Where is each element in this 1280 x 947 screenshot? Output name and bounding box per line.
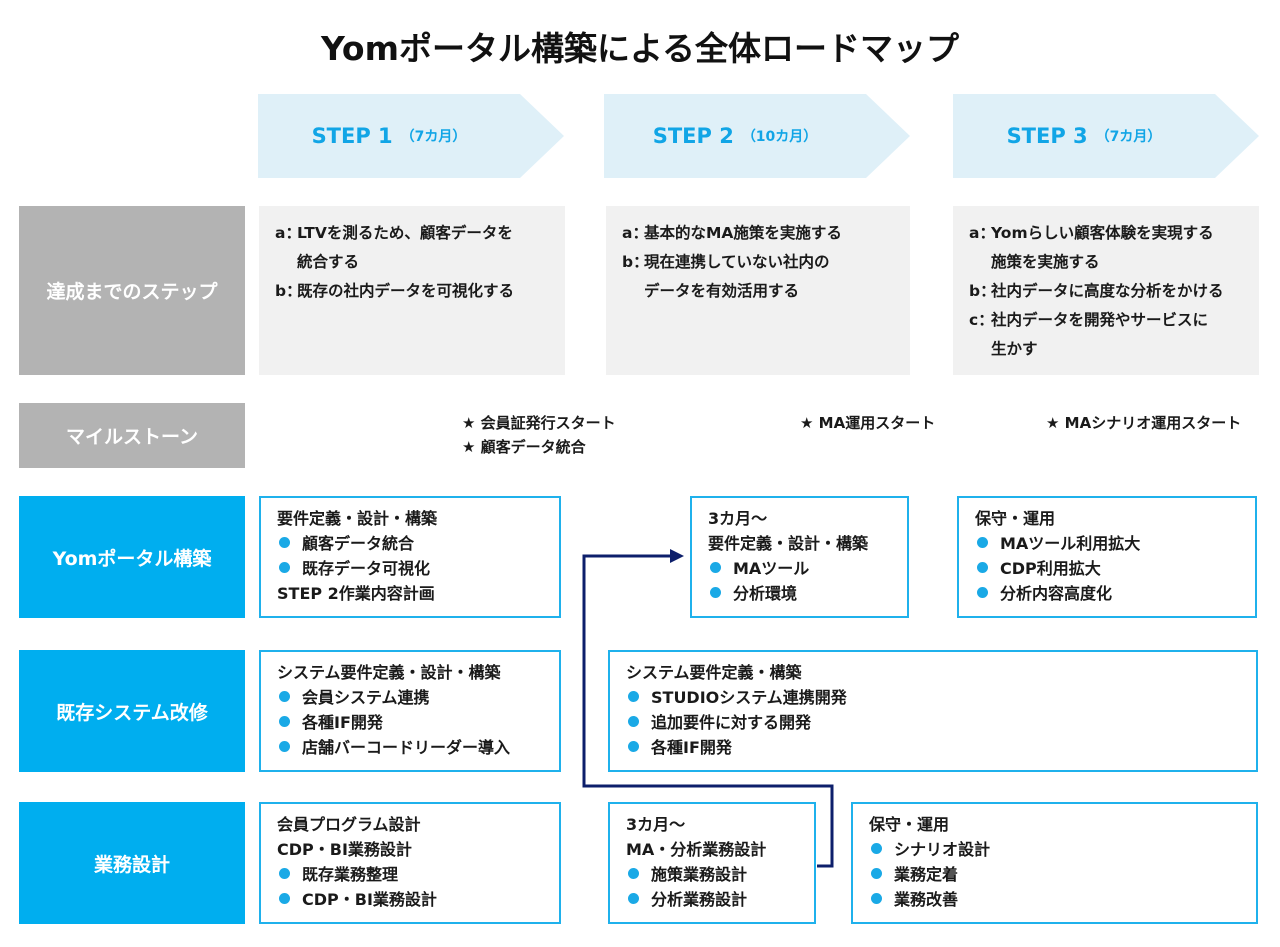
step-2-label: STEP 2 （10カ月） (604, 94, 866, 178)
bullet-icon (279, 562, 290, 573)
bullet-icon (628, 691, 639, 702)
goal-line: b：社内データに高度な分析をかける (969, 282, 1224, 300)
goal-line: c：社内データを開発やサービスに (969, 311, 1209, 329)
goal-line: b：既存の社内データを可視化する (275, 282, 515, 300)
step-1-name: STEP 1 (311, 124, 393, 148)
bullet-icon (628, 741, 639, 752)
system-task-step1: システム要件定義・設計・構築 会員システム連携 各種IF開発 店舗バーコードリー… (259, 650, 561, 772)
milestone-step1: ★ 会員証発行スタート ★ 顧客データ統合 (462, 411, 616, 459)
portal-task-step2: 3カ月～ 要件定義・設計・構築 MAツール 分析環境 (690, 496, 909, 618)
milestone-item: ★ 顧客データ統合 (462, 438, 586, 456)
bullet-icon (628, 893, 639, 904)
goal-line: a：LTVを測るため、顧客データを (275, 224, 513, 242)
bullet-icon (977, 562, 988, 573)
goal-line: データを有効活用する (644, 282, 800, 300)
step-3-arrow: STEP 3 （7カ月） (953, 94, 1261, 178)
goal-line: a：Yomらしい顧客体験を実現する (969, 224, 1214, 242)
goal-box-step1: a：LTVを測るため、顧客データを 統合する b：既存の社内データを可視化する (259, 206, 565, 375)
goal-box-step3: a：Yomらしい顧客体験を実現する 施策を実施する b：社内データに高度な分析を… (953, 206, 1259, 375)
goal-line: b：現在連携していない社内の (622, 253, 830, 271)
step-2-arrow-shape (604, 94, 910, 178)
step-1-arrow-shape (258, 94, 564, 178)
milestone-item: ★ MA運用スタート (800, 414, 936, 432)
goal-line: 生かす (991, 340, 1038, 358)
bullet-icon (710, 587, 721, 598)
bullet-icon (977, 587, 988, 598)
milestone-step3: ★ MAシナリオ運用スタート (1046, 411, 1241, 435)
business-task-step3: 保守・運用 シナリオ設計 業務定着 業務改善 (851, 802, 1258, 924)
goal-line: 統合する (297, 253, 360, 271)
step-2-name: STEP 2 (652, 124, 734, 148)
bullet-icon (871, 893, 882, 904)
step-3-arrow-shape (953, 94, 1259, 178)
row-header-system: 既存システム改修 (19, 650, 245, 772)
system-task-step2-3: システム要件定義・構築 STUDIOシステム連携開発 追加要件に対する開発 各種… (608, 650, 1258, 772)
bullet-icon (279, 691, 290, 702)
goal-box-step2: a：基本的なMA施策を実施する b：現在連携していない社内の データを有効活用す… (606, 206, 910, 375)
milestone-item: ★ MAシナリオ運用スタート (1046, 414, 1242, 432)
row-header-portal: Yomポータル構築 (19, 496, 245, 618)
step-1-duration: （7カ月） (400, 129, 467, 145)
step-1-arrow: STEP 1 （7カ月） (258, 94, 566, 178)
bullet-icon (871, 868, 882, 879)
business-task-step2: 3カ月～ MA・分析業務設計 施策業務設計 分析業務設計 (608, 802, 816, 924)
page-title: Yomポータル構築による全体ロードマップ (321, 29, 959, 68)
row-header-milestones: マイルストーン (19, 403, 245, 468)
bullet-icon (628, 716, 639, 727)
portal-task-step3: 保守・運用 MAツール利用拡大 CDP利用拡大 分析内容高度化 (957, 496, 1257, 618)
bullet-icon (871, 843, 882, 854)
goal-line: 施策を実施する (991, 253, 1100, 271)
step-1-label: STEP 1 （7カ月） (258, 94, 520, 178)
bullet-icon (279, 868, 290, 879)
row-header-goals: 達成までのステップ (19, 206, 245, 375)
step-2-duration: （10カ月） (741, 129, 818, 145)
bullet-icon (279, 537, 290, 548)
bullet-icon (279, 716, 290, 727)
bullet-icon (279, 741, 290, 752)
row-header-business: 業務設計 (19, 802, 245, 924)
bullet-icon (279, 893, 290, 904)
milestone-step2: ★ MA運用スタート (800, 411, 935, 435)
bullet-icon (710, 562, 721, 573)
business-task-step1: 会員プログラム設計 CDP・BI業務設計 既存業務整理 CDP・BI業務設計 (259, 802, 561, 924)
bullet-icon (977, 537, 988, 548)
portal-task-step1: 要件定義・設計・構築 顧客データ統合 既存データ可視化 STEP 2作業内容計画 (259, 496, 561, 618)
goal-line: a：基本的なMA施策を実施する (622, 224, 842, 242)
step-3-label: STEP 3 （7カ月） (953, 94, 1215, 178)
milestone-item: ★ 会員証発行スタート (462, 414, 616, 432)
step-3-duration: （7カ月） (1095, 129, 1162, 145)
arrow-head-icon (670, 549, 684, 563)
step-3-name: STEP 3 (1006, 124, 1088, 148)
bullet-icon (628, 868, 639, 879)
step-2-arrow: STEP 2 （10カ月） (604, 94, 912, 178)
